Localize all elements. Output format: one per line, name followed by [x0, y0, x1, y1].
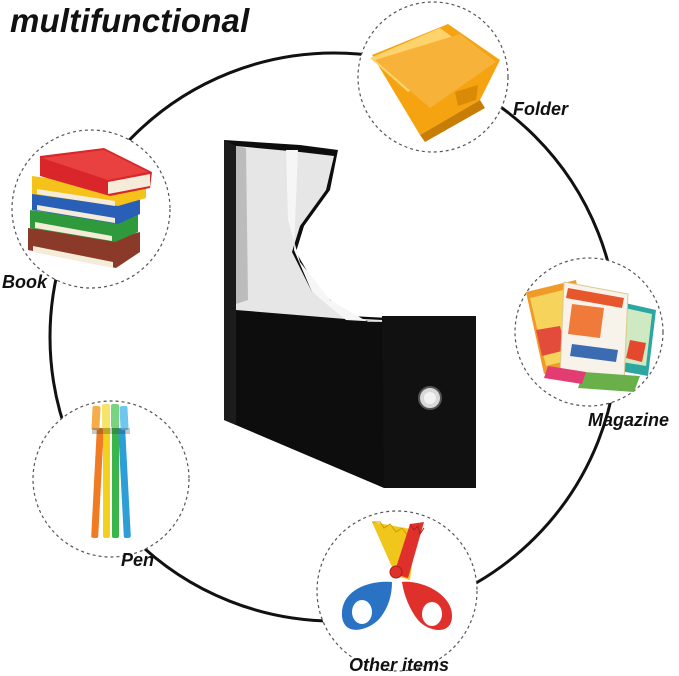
- pens-icon: [91, 404, 131, 539]
- bubble-other: [316, 510, 478, 672]
- magazine-label: Magazine: [588, 410, 670, 430]
- books-icon: [28, 148, 152, 268]
- headline: multifunctional: [10, 2, 250, 39]
- bubble-pen: [32, 400, 190, 558]
- other-items-label: Other items: [349, 655, 450, 675]
- folder-label: Folder: [513, 99, 569, 119]
- magazine-file-organizer: [224, 140, 476, 488]
- folder-icon: [370, 24, 500, 142]
- magazines-icon: [526, 280, 656, 392]
- book-label: Book: [2, 272, 47, 292]
- pen-label: Pen: [121, 550, 155, 570]
- scissors-icon: [341, 521, 452, 630]
